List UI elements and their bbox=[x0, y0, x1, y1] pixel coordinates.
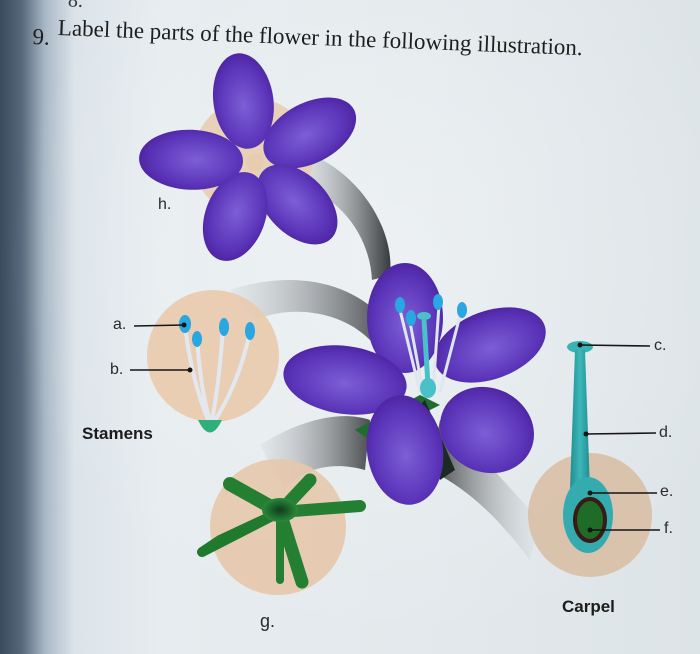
stamens-circle-bg bbox=[147, 290, 279, 422]
label-a: a. bbox=[113, 316, 127, 333]
label-g: g. bbox=[260, 611, 276, 631]
label-d: d. bbox=[659, 424, 673, 441]
label-f: f. bbox=[664, 520, 673, 537]
caption-stamens: Stamens bbox=[82, 424, 153, 443]
label-e: e. bbox=[660, 483, 674, 500]
sepals-part bbox=[197, 473, 366, 589]
caption-carpel: Carpel bbox=[562, 597, 615, 616]
connector-band-top bbox=[300, 150, 391, 280]
stamens-part bbox=[179, 315, 255, 433]
label-h: h. bbox=[158, 196, 172, 213]
connector-band-stamens bbox=[230, 280, 385, 340]
leader-lines bbox=[130, 324, 660, 531]
main-flower bbox=[283, 263, 546, 505]
label-c: c. bbox=[654, 337, 667, 354]
carpel-part bbox=[563, 341, 613, 553]
label-b: b. bbox=[110, 361, 124, 378]
petals-part bbox=[139, 53, 357, 261]
